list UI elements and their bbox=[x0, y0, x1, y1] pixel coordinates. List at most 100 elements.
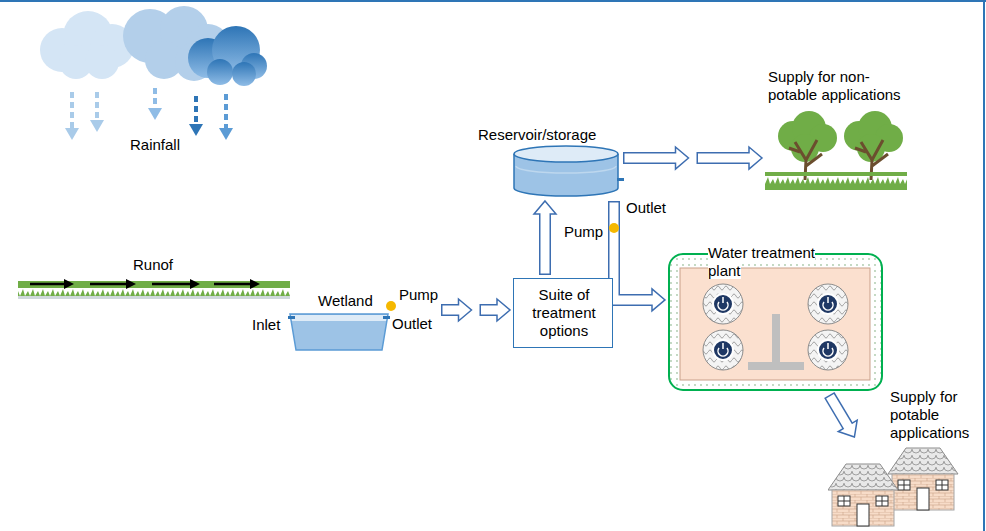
houses-figure-part-part bbox=[838, 496, 850, 506]
rain-arrows bbox=[65, 88, 233, 140]
trees-figure-part-part-part bbox=[792, 111, 826, 145]
trees-figure-part-part-part bbox=[858, 111, 892, 145]
rain-arrows-part bbox=[70, 92, 74, 128]
plant-figure-part bbox=[713, 294, 733, 314]
tank-shape bbox=[478, 144, 628, 200]
basin-shape-part bbox=[383, 316, 390, 319]
trees-figure-part bbox=[844, 111, 903, 180]
plant-figure-part bbox=[718, 348, 728, 356]
arrow-body-fill bbox=[830, 396, 849, 427]
runoff-ground-part bbox=[18, 296, 290, 299]
trees-figure-part bbox=[765, 172, 907, 190]
rain-arrows-part bbox=[153, 88, 157, 108]
pump-label: Pump bbox=[564, 223, 603, 241]
plant-figure-part bbox=[818, 340, 838, 360]
basin-shape-part bbox=[290, 314, 388, 350]
plant-figure bbox=[668, 244, 883, 392]
rain-arrows-part bbox=[90, 120, 104, 132]
wetland-basin: Wetland bbox=[288, 296, 438, 352]
plant-figure-part bbox=[808, 284, 848, 324]
houses-figure-part-part bbox=[917, 488, 929, 510]
flow-arrow bbox=[623, 147, 762, 169]
flow-arrow bbox=[441, 299, 510, 321]
houses-figure-part-part bbox=[898, 480, 910, 490]
reservoir-tank: Reservoir/storage bbox=[478, 144, 620, 198]
trees-figure-part bbox=[778, 111, 837, 180]
trees-figure-part-part bbox=[855, 140, 888, 180]
trees-figure bbox=[765, 68, 943, 190]
runoff-arrows-part bbox=[64, 279, 74, 289]
runoff-ground-part bbox=[18, 281, 290, 299]
tank-shape-part bbox=[514, 154, 618, 196]
plant-figure-part bbox=[823, 348, 833, 356]
rain-arrows-part bbox=[224, 94, 228, 128]
non-potable-supply: Supply for non-potable applications bbox=[765, 68, 943, 190]
plant-figure-part bbox=[713, 340, 733, 360]
houses-figure-part-part bbox=[876, 496, 888, 506]
trees-figure-part-part bbox=[778, 111, 837, 162]
houses-figure-part-part bbox=[857, 504, 869, 526]
cloud-dark-part bbox=[232, 62, 256, 86]
outlet-label: Outlet bbox=[392, 315, 432, 333]
houses-figure-part-part bbox=[898, 480, 910, 490]
arrow-body-fill bbox=[625, 154, 678, 163]
cloud-dark-part bbox=[207, 59, 233, 85]
runoff-arrows-part bbox=[214, 283, 252, 286]
node-text: Supply for non-potable applications bbox=[768, 68, 901, 103]
plant-figure-part bbox=[808, 330, 848, 370]
trees-figure-part-part-part bbox=[809, 124, 837, 152]
houses-figure-part-part bbox=[828, 464, 898, 490]
arrow-body-fill bbox=[698, 154, 751, 163]
houses-figure-part-part bbox=[876, 496, 888, 506]
plant-figure-part bbox=[818, 294, 838, 314]
frame-line-part bbox=[983, 0, 985, 531]
basin-shape bbox=[288, 296, 438, 352]
rain-label: Rainfall bbox=[130, 136, 180, 154]
runoff-arrows bbox=[30, 279, 260, 289]
rain-arrows-part bbox=[95, 92, 99, 120]
houses-figure-part-part bbox=[888, 448, 958, 474]
node-text-holder: Water treatment plant bbox=[708, 244, 848, 280]
trees-figure-part-part bbox=[789, 140, 822, 180]
plant-figure-part bbox=[722, 297, 724, 303]
plant-figure-part bbox=[827, 297, 829, 303]
runoff-arrows-part bbox=[90, 283, 128, 286]
trees-figure-part-part-part bbox=[857, 134, 885, 162]
arrow-body-fill bbox=[541, 212, 550, 274]
node-text-holder: Suite of treatment options bbox=[521, 286, 607, 340]
node-text-holder: Wetland bbox=[318, 292, 398, 310]
node-text-holder: Supply for potable applications bbox=[890, 388, 980, 442]
cloud-light-part bbox=[85, 45, 119, 79]
node-text: Wetland bbox=[318, 292, 373, 309]
houses-figure-part-part bbox=[936, 480, 948, 490]
houses-figure-part-part bbox=[892, 474, 954, 510]
tank-shape-part bbox=[617, 178, 624, 181]
rain-arrows-part bbox=[194, 96, 198, 124]
pump-dot bbox=[609, 223, 619, 233]
houses-figure bbox=[828, 440, 960, 528]
arrow-body-outline bbox=[614, 201, 652, 300]
plant-figure-part bbox=[703, 330, 743, 370]
runoff-arrows-part bbox=[30, 283, 66, 286]
houses-figure-part bbox=[828, 464, 898, 526]
houses-figure-part bbox=[888, 448, 958, 510]
flow-arrow bbox=[534, 201, 556, 275]
flow-arrow bbox=[829, 395, 857, 437]
trees-figure-part-part-part bbox=[791, 134, 819, 162]
plant-figure-part bbox=[703, 284, 743, 324]
node-text: Reservoir/storage bbox=[478, 126, 596, 143]
flow-arrow bbox=[614, 201, 665, 311]
houses-figure-part-part bbox=[936, 480, 948, 490]
node-text: Water treatment plant bbox=[708, 244, 815, 279]
houses-figure-part-part bbox=[838, 496, 850, 506]
rain-arrows-part bbox=[219, 128, 233, 140]
inlet-label: Inlet bbox=[252, 316, 280, 334]
rain-arrows-part bbox=[65, 128, 79, 140]
trees-figure-part-part-part bbox=[844, 121, 874, 151]
rain-arrows-part bbox=[189, 124, 203, 136]
plant-figure-part bbox=[772, 314, 780, 364]
